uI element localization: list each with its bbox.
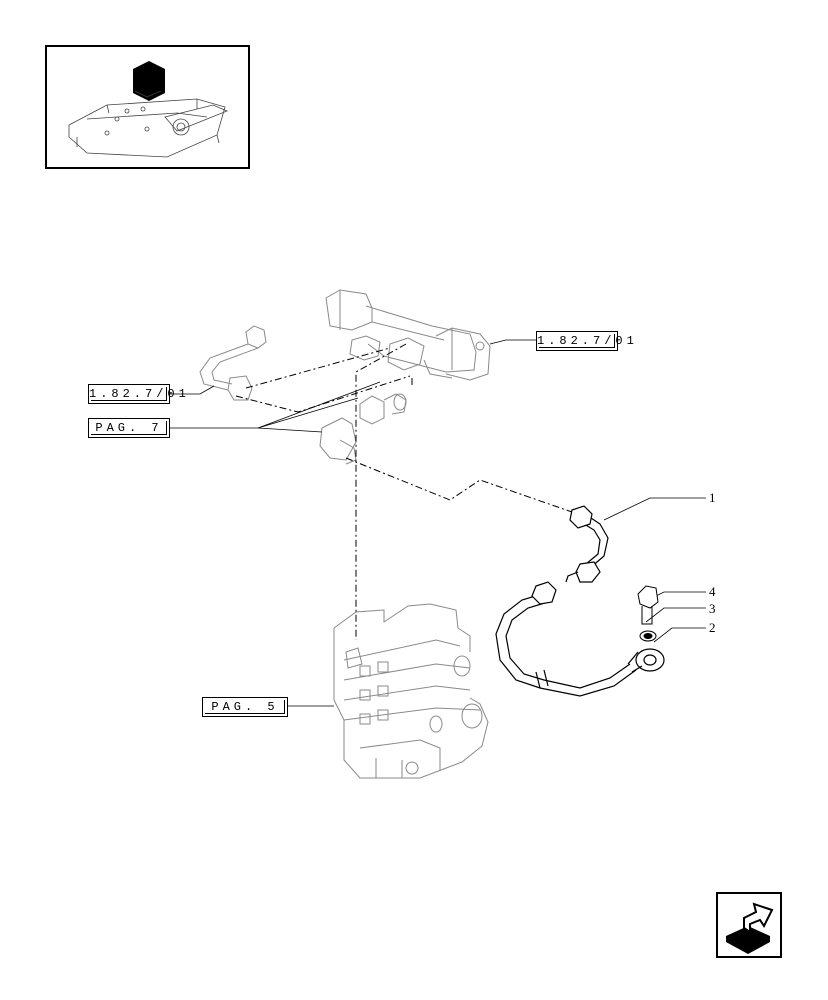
leader-lines <box>168 339 706 707</box>
fittings <box>319 393 407 465</box>
part-1-pipe <box>495 505 665 697</box>
callout-4: 4 <box>709 584 716 599</box>
callout-2: 2 <box>709 620 716 635</box>
routing-lines <box>235 343 573 640</box>
upper-valve-assembly <box>325 289 491 381</box>
assembly-thumbnail-icon <box>68 61 229 158</box>
ref-box-left-upper[interactable]: 1.82.7/01 <box>88 384 186 404</box>
next-page-button[interactable] <box>716 892 782 958</box>
callout-1: 1 <box>709 490 716 505</box>
ref-box-top-right[interactable]: 1.82.7/01 <box>536 331 634 351</box>
parts-3-4 <box>637 585 659 642</box>
next-page-arrow-icon <box>726 902 774 954</box>
lower-valve-block <box>333 603 489 779</box>
callout-3: 3 <box>709 601 716 616</box>
ref-box-page-5[interactable]: PAG. 5 <box>202 697 288 717</box>
upper-pipe <box>199 325 267 401</box>
ref-box-page-7[interactable]: PAG. 7 <box>88 418 170 438</box>
locator-thumbnail[interactable] <box>45 45 250 169</box>
